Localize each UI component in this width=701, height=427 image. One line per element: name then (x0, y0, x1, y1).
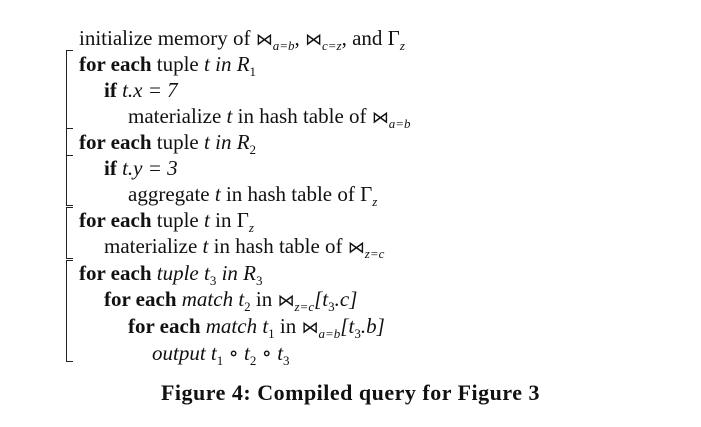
algo-line-initialize: initialize memory of ⋈a=b, ⋈c=z, and Γz (79, 25, 405, 54)
text: tuple (151, 52, 205, 76)
algo-line-for-each-r1: for each tuple t in R1 (79, 51, 256, 80)
keyword: for each (128, 314, 201, 338)
algo-line-match-t2: for each match t2 in ⋈z=c[t3.c] (104, 286, 357, 315)
subscript: a=b (388, 116, 411, 131)
block-bracket-4 (66, 260, 73, 362)
text: in (250, 287, 278, 311)
block-bracket-2 (66, 128, 73, 206)
variable: t (226, 104, 233, 128)
keyword: if (104, 156, 117, 180)
subscript: 3 (328, 299, 335, 314)
algo-line-match-t1: for each match t1 in ⋈a=b[t3.b] (128, 313, 385, 342)
subscript: z (372, 194, 378, 209)
text: in R (209, 52, 250, 76)
subscript: z (399, 38, 405, 53)
keyword: for each (79, 261, 152, 285)
algo-line-if-x: if t.x = 7 (104, 77, 178, 103)
text: in R (216, 261, 257, 285)
text: materialize (104, 234, 203, 258)
text: , (294, 26, 305, 50)
text: [t (340, 314, 355, 338)
keyword: for each (79, 130, 152, 154)
join-symbol: ⋈ (347, 238, 365, 258)
text: .c] (334, 287, 358, 311)
keyword: for each (79, 208, 152, 232)
text: aggregate (128, 182, 215, 206)
text: in Γ (209, 208, 249, 232)
algo-line-if-y: if t.y = 3 (104, 155, 178, 181)
text: match t (200, 314, 269, 338)
variable: t (202, 234, 209, 258)
subscript: a=b (272, 38, 295, 53)
subscript: 2 (249, 142, 257, 157)
algo-line-for-each-r3: for each tuple t3 in R3 (79, 260, 263, 289)
text: in R (209, 130, 250, 154)
subscript: 3 (283, 353, 290, 368)
join-symbol: ⋈ (304, 30, 322, 50)
text: [t (314, 287, 329, 311)
text: in (274, 314, 302, 338)
join-symbol: ⋈ (277, 291, 295, 311)
subscript: 3 (354, 326, 361, 341)
block-bracket-1 (66, 50, 73, 156)
text: ∘ t (256, 341, 284, 365)
text: output t (152, 341, 217, 365)
text: in hash table of (232, 104, 372, 128)
keyword: for each (104, 287, 177, 311)
text: match t (176, 287, 245, 311)
keyword: if (104, 78, 117, 102)
condition: t.y = 3 (116, 156, 178, 180)
subscript: z=c (364, 246, 385, 261)
subscript: 1 (216, 353, 224, 368)
algo-line-materialize-zc: materialize t in hash table of ⋈z=c (104, 233, 384, 262)
algo-line-output: output t1 ∘ t2 ∘ t3 (152, 340, 290, 369)
variable: t (204, 130, 210, 154)
text: tuple (151, 130, 205, 154)
algo-line-aggregate: aggregate t in hash table of Γz (128, 181, 377, 210)
text: .b] (360, 314, 385, 338)
join-symbol: ⋈ (371, 108, 389, 128)
variable: t (204, 208, 210, 232)
figure-caption: Figure 4: Compiled query for Figure 3 (160, 380, 541, 405)
text: initialize memory of (79, 26, 256, 50)
subscript: c=z (321, 38, 342, 53)
variable: t (204, 52, 210, 76)
text: in hash table of (208, 234, 348, 258)
keyword: for each (79, 52, 152, 76)
block-bracket-3 (66, 207, 73, 259)
subscript: 3 (209, 273, 217, 288)
join-symbol: ⋈ (301, 318, 319, 338)
subscript: 3 (256, 273, 263, 288)
variable: t (214, 182, 221, 206)
subscript: z=c (294, 299, 315, 314)
subscript: 1 (268, 326, 275, 341)
text: , and Γ (341, 26, 400, 50)
text: ∘ t (223, 341, 250, 365)
algo-line-for-each-r2: for each tuple t in R2 (79, 129, 256, 158)
subscript: a=b (318, 326, 341, 341)
text: tuple t (151, 261, 210, 285)
compiled-query-algorithm: initialize memory of ⋈a=b, ⋈c=z, and Γz … (66, 25, 411, 369)
subscript: 2 (249, 353, 257, 368)
condition: t.x = 7 (116, 78, 178, 102)
subscript: 1 (249, 64, 257, 79)
join-symbol: ⋈ (255, 30, 273, 50)
algo-line-for-each-gamma: for each tuple t in Γz (79, 207, 254, 236)
algo-line-materialize-ab: materialize t in hash table of ⋈a=b (128, 103, 411, 132)
text: materialize (128, 104, 227, 128)
subscript: 2 (244, 299, 251, 314)
text: in hash table of Γ (220, 182, 373, 206)
subscript: z (248, 220, 254, 235)
text: tuple (151, 208, 205, 232)
